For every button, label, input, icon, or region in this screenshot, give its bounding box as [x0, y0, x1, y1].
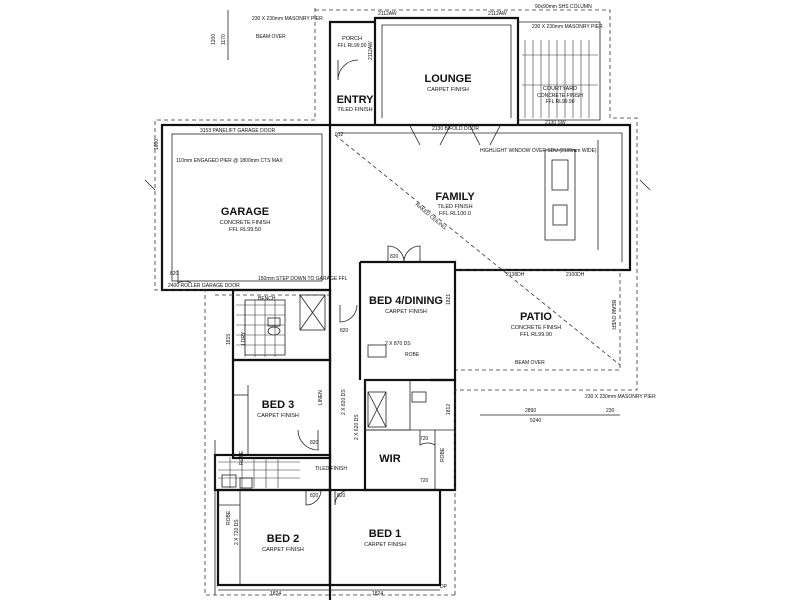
masonry-pier-patio-note: 230 X 230mm MASONRY PIER: [585, 394, 656, 400]
masonry-pier-top-note: 230 X 230mm MASONRY PIER: [252, 16, 323, 22]
robe-bed4-note: ROBE: [405, 352, 420, 358]
doors: [177, 59, 501, 506]
dim-2130: 2130 SW: [545, 120, 566, 126]
linen-note: LINEN: [318, 390, 324, 405]
ldry-note: LDRY: [241, 331, 247, 345]
courtyard-finish: CONCRETE FINISH: [537, 93, 583, 99]
dim-2112-b: 2112AW: [488, 11, 507, 17]
family-label: FAMILY: [435, 191, 475, 203]
bed2-finish: CARPET FINISH: [262, 547, 304, 553]
dim-2112-c: 2112AW: [368, 41, 374, 60]
roller-door-note: 2400 ROLLER GARAGE DOOR: [168, 283, 240, 289]
dim-820-bed2: 820: [337, 493, 346, 499]
family-finish: TILED FINISH: [437, 204, 472, 210]
dim-2890: 2890: [525, 408, 536, 414]
dim-820-bed4: 820: [340, 328, 349, 334]
garage-door-note: 3153 PANELIFT GARAGE DOOR: [200, 128, 276, 134]
robe-bed2-note: ROBE: [226, 510, 232, 525]
courtyard-label: COURTYARD: [543, 86, 577, 92]
tile-grid-bath: [236, 300, 285, 357]
courtyard-hatch: [522, 40, 598, 118]
dim-820-garage: 820: [170, 271, 179, 277]
courtyard-level: FFL RL99.90: [546, 99, 575, 105]
dim-2138: 2138DH: [506, 272, 525, 278]
beam-over-right-note: BEAM OVER: [610, 300, 616, 330]
bifold-door-note: 2130 BIFOLD DOOR: [432, 126, 479, 132]
dimension-lines: [144, 10, 651, 595]
garage-finish: CONCRETE FINISH: [220, 220, 270, 226]
dim-1815: 1815: [226, 334, 232, 345]
bed3-finish: CARPET FINISH: [257, 413, 299, 419]
porch-level: FFL RL99.90: [338, 43, 367, 49]
dim-2112-a: 2112AW: [378, 11, 397, 17]
sliding-doors-bed3-note: 2 X 820 DS: [341, 389, 347, 415]
sliding-doors-bed2-note: 2 X 720 DS: [234, 519, 240, 545]
family-level: FFL RL100.0: [439, 211, 471, 217]
dim-5240: 5240: [530, 418, 541, 424]
room-labels: LOUNGE CARPET FINISH ENTRY TILED FINISH …: [220, 36, 584, 553]
dp-note: DP: [440, 584, 448, 590]
lounge-label: LOUNGE: [424, 73, 471, 85]
robe-bed3-note: ROBE: [239, 450, 245, 465]
fixtures: [221, 140, 599, 489]
dim-1600: 1600: [154, 139, 160, 150]
step-down-note: 150mm STEP DOWN TO GARAGE FFL: [258, 276, 348, 282]
dim-720-a: 720: [420, 436, 429, 442]
bed4-label: BED 4/DINING: [369, 295, 443, 307]
bed1-finish: CARPET FINISH: [364, 542, 406, 548]
bed4-finish: CARPET FINISH: [385, 309, 427, 315]
garage-label: GARAGE: [221, 206, 269, 218]
garage-level: FFL RL99.50: [229, 227, 261, 233]
sliding-doors-bed4-note: 2 X 870 DS: [385, 341, 411, 347]
beam-over-patio-note: BEAM OVER: [515, 360, 545, 366]
eave-lines: [154, 8, 638, 596]
lounge-finish: CARPET FINISH: [427, 87, 469, 93]
wir-label: WIR: [379, 453, 400, 465]
dim-820-wir: 820: [310, 493, 319, 499]
dim-2100: 2100DH: [566, 272, 585, 278]
dim-1824-a: 1824: [270, 591, 281, 597]
bed2-label: BED 2: [267, 533, 299, 545]
tiled-finish-note: TILED FINISH: [315, 466, 347, 472]
dim-820-family: 820: [390, 254, 399, 260]
dim-912: 912: [335, 132, 344, 138]
masonry-pier-right-note: 230 X 230mm MASONRY PIER: [532, 24, 603, 30]
dim-720-b: 720: [420, 478, 429, 484]
patio-label: PATIO: [520, 311, 552, 323]
tile-grid-laundry: [218, 457, 300, 488]
dim-1200: 1200: [211, 34, 217, 45]
entry-label: ENTRY: [337, 94, 375, 106]
highlight-window-note: HIGHLIGHT WINDOW OVER SDU (2100mm WIDE): [480, 148, 597, 154]
shs-column-note: 90x90mm SHS COLUMN: [535, 4, 592, 10]
porch-label: PORCH: [342, 36, 362, 42]
sliding-doors-linen-note: 2 X 620 DS: [354, 414, 360, 440]
patio-finish: CONCRETE FINISH: [511, 325, 561, 331]
dim-1170: 1170: [221, 34, 227, 45]
patio-level: FFL RL99.90: [520, 332, 552, 338]
bed3-label: BED 3: [262, 399, 294, 411]
engaged-pier-note: 110mm ENGAGED PIER @ 1800mm CTS MAX: [176, 158, 283, 164]
dim-1824-b: 1824: [372, 591, 383, 597]
robe-wir-note: ROBE: [440, 447, 446, 462]
bench-note: BENCH: [258, 296, 276, 302]
exterior-walls: [160, 16, 632, 600]
entry-finish: TILED FINISH: [337, 107, 372, 113]
beam-over-top-note: BEAM OVER: [256, 34, 286, 40]
dim-1821: 1821: [446, 294, 452, 305]
dim-1812: 1812: [446, 404, 452, 415]
dim-230: 230: [606, 408, 615, 414]
dim-820-bed3: 820: [310, 440, 319, 446]
dimensions: 2112AW 2112AW 2112AW 2130 SW 912 2138DH …: [154, 11, 615, 597]
bed1-label: BED 1: [369, 528, 401, 540]
